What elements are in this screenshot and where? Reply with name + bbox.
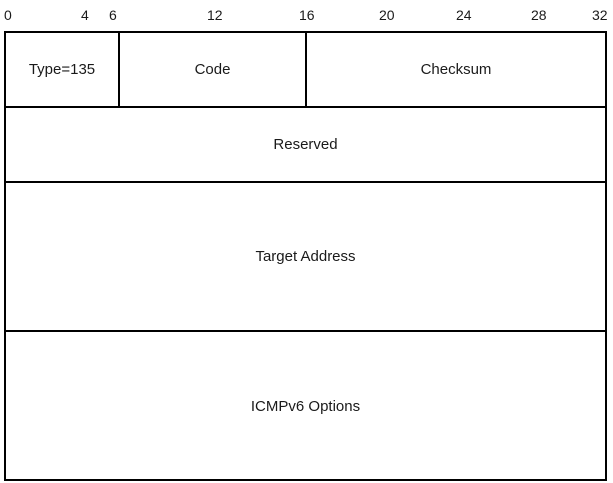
bit-label-12: 12 [207, 7, 223, 23]
field-options-label: ICMPv6 Options [250, 398, 361, 415]
field-type: Type=135 [6, 33, 118, 106]
bit-label-20: 20 [379, 7, 395, 23]
field-target-address: Target Address [6, 183, 605, 330]
field-type-label: Type=135 [28, 61, 96, 78]
field-code-label: Code [194, 61, 231, 78]
field-reserved-label: Reserved [273, 136, 338, 153]
bit-label-4: 4 [81, 7, 89, 23]
field-code: Code [118, 33, 305, 106]
bit-label-0: 0 [4, 7, 12, 23]
field-reserved: Reserved [6, 108, 605, 181]
bit-label-6: 6 [109, 7, 117, 23]
reserved-row: Reserved [6, 106, 605, 181]
bit-label-28: 28 [531, 7, 547, 23]
field-checksum: Checksum [305, 33, 605, 106]
options-row: ICMPv6 Options [6, 330, 605, 481]
bit-label-32: 32 [592, 7, 608, 23]
bit-label-24: 24 [456, 7, 472, 23]
target-address-row: Target Address [6, 181, 605, 330]
field-target-address-label: Target Address [255, 248, 356, 265]
bit-label-16: 16 [299, 7, 315, 23]
packet-format-diagram: Type=135 Code Checksum Reserved Target A… [4, 31, 607, 481]
field-checksum-label: Checksum [420, 61, 492, 78]
header-row: Type=135 Code Checksum [6, 33, 605, 106]
field-options: ICMPv6 Options [6, 332, 605, 481]
